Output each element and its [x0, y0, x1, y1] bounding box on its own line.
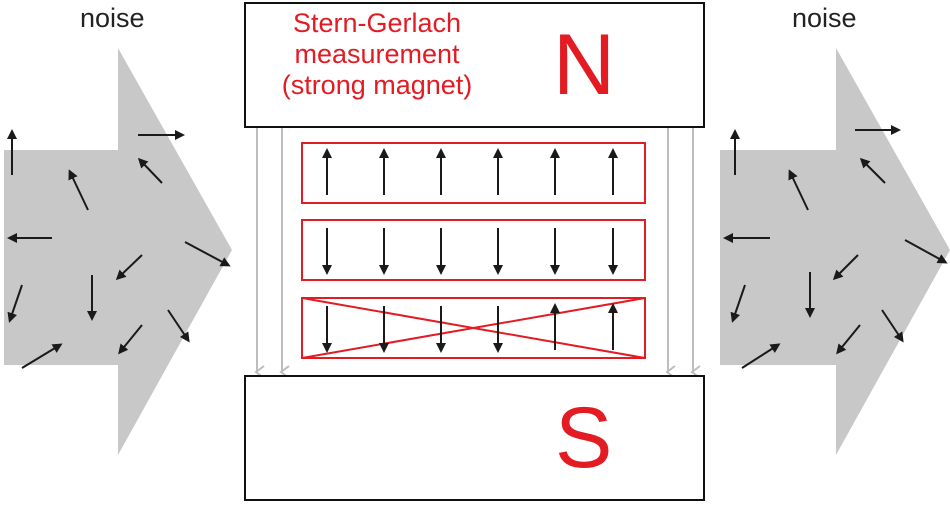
noise-spin-arrow [68, 169, 89, 211]
noise-spin-arrow [904, 239, 948, 264]
noise-spin-arrow [137, 157, 163, 184]
measurement-caption: Stern-Gerlach measurement (strong magnet… [252, 8, 502, 101]
noise-spin-arrow [115, 254, 143, 281]
caption-line: measurement [294, 39, 460, 69]
noise-spin-arrow [836, 324, 861, 355]
south-pole-label: S [555, 390, 613, 486]
noise-label-right: noise [792, 3, 857, 33]
spin-arrows [322, 148, 618, 353]
south-magnet [244, 375, 705, 501]
spin-up-row-box [301, 142, 646, 204]
spin-rows [301, 142, 646, 359]
caption-line: (strong magnet) [281, 70, 473, 100]
noise-spin-arrow [7, 284, 23, 323]
north-pole-label: N [553, 17, 616, 113]
north-magnet [244, 2, 705, 128]
noise-spin-arrow [788, 169, 809, 211]
noise-arrow-left [4, 48, 232, 455]
noise-spin-arrow [167, 309, 190, 343]
noise-label-left: noise [80, 3, 145, 33]
mixed-row-box [301, 297, 646, 359]
spin-down-row-box [301, 219, 646, 281]
noise-spin-arrow [859, 157, 886, 184]
noise-spin-arrows [7, 125, 948, 369]
caption-line: Stern-Gerlach [292, 8, 462, 38]
noise-spin-arrow [730, 284, 746, 323]
noise-arrow-right [720, 48, 950, 455]
field-lines [254, 128, 701, 379]
noise-spin-arrow [832, 254, 859, 281]
noise-spin-arrow [118, 324, 143, 355]
cross-line [301, 297, 646, 359]
noise-spin-arrow [21, 343, 63, 369]
noise-spin-arrow [741, 343, 781, 369]
noise-spin-arrow [881, 309, 904, 343]
noise-spin-arrow [184, 241, 231, 267]
